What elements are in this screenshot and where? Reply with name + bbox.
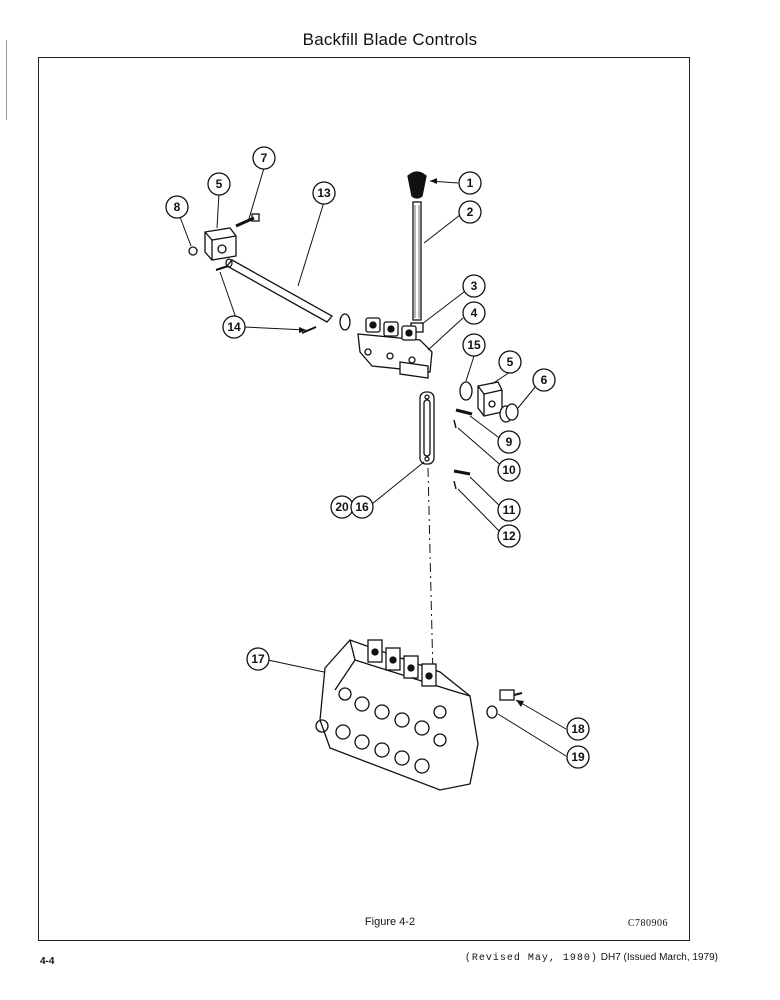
- callout-9: 9: [506, 435, 513, 449]
- callout-13: 13: [317, 186, 331, 200]
- fitting-washer: [486, 705, 498, 719]
- callout-20: 20: [335, 500, 349, 514]
- assembly-centerline: [427, 467, 434, 677]
- link-washer: [459, 381, 473, 401]
- shaft-washer: [339, 313, 351, 331]
- callout-7: 7: [261, 151, 268, 165]
- callout-6: 6: [541, 373, 548, 387]
- callout-19: 19: [571, 750, 585, 764]
- callout-4: 4: [471, 306, 478, 320]
- callout-8: 8: [174, 200, 181, 214]
- control-rod: [412, 201, 422, 321]
- page-title: Backfill Blade Controls: [302, 30, 478, 49]
- figure-caption: Figure 4-2: [364, 916, 416, 928]
- callout-1: 1: [467, 176, 474, 190]
- callout-14: 14: [227, 320, 241, 334]
- control-link: [419, 391, 435, 465]
- callout-15: 15: [467, 338, 481, 352]
- figure-code: C780906: [627, 918, 668, 929]
- lever-bracket-assembly: [357, 317, 433, 379]
- page-number: 4-4: [40, 956, 55, 967]
- leader-lines: [179, 167, 567, 757]
- callout-12: 12: [502, 529, 516, 543]
- scan-edge-mark: [6, 40, 7, 120]
- callout-circles: [165, 146, 590, 769]
- callout-2: 2: [467, 205, 474, 219]
- block-nut: [188, 246, 198, 256]
- control-valve: [315, 639, 479, 791]
- link-pin-upper: [453, 408, 473, 429]
- callout-11: 11: [503, 503, 516, 517]
- revision-footer: (Revised May, 1980) DH7 (Issued March, 1…: [465, 952, 718, 964]
- link-pin-lower: [453, 469, 471, 490]
- callout-numbers: 1 2 3 4 5 7 8 13 14 15 5 6 9 10 11 12 20…: [174, 151, 585, 764]
- callout-16: 16: [355, 500, 369, 514]
- callout-5-right: 5: [507, 355, 514, 369]
- callout-10: 10: [502, 463, 516, 477]
- block-bolt: [235, 213, 260, 228]
- callout-17: 17: [251, 652, 265, 666]
- bushing: [499, 403, 519, 423]
- callout-3: 3: [471, 279, 478, 293]
- figure-frame: [38, 57, 690, 941]
- cotter-pins: [215, 265, 317, 334]
- callout-5-left: 5: [216, 177, 223, 191]
- revision-note: (Revised May, 1980): [464, 953, 598, 964]
- callout-18: 18: [571, 722, 585, 736]
- control-knob: [407, 171, 427, 199]
- valve-fitting: [499, 689, 523, 701]
- pivot-block-right: [477, 381, 503, 417]
- pivot-block-left: [204, 227, 237, 261]
- pivot-shaft: [225, 258, 334, 323]
- issue-note: DH7 (Issued March, 1979): [600, 952, 718, 963]
